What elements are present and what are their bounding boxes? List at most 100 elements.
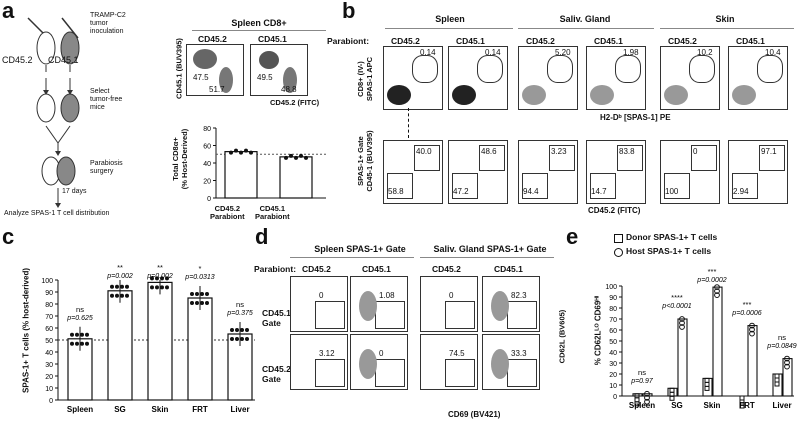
b-top-gate [547, 55, 573, 83]
c-dot [155, 285, 159, 290]
e-sig: *** [743, 300, 752, 309]
mouse-schematic-svg [27, 17, 80, 208]
e-sig: **** [671, 293, 683, 302]
e-dot-host [749, 326, 755, 333]
e-dot-host [644, 390, 650, 397]
c-dot [205, 292, 209, 296]
d-col-header: CD45.1 [494, 264, 523, 274]
c-ytick-label: 90 [45, 290, 53, 297]
c-bar [147, 281, 173, 401]
c-dot [120, 284, 124, 289]
d-col-header: CD45.1 [362, 264, 391, 274]
a-bar-dot [304, 155, 308, 160]
b-bot-gate-bl [387, 173, 413, 199]
b-bot-gate-bl [590, 173, 616, 199]
a-bar-dot [299, 153, 303, 158]
e-dot-host [749, 330, 755, 337]
e-chart: 0102030405060708090100Spleennsp=0.97SG**… [605, 267, 796, 410]
b-top-gate [412, 55, 438, 83]
b-top-cluster [387, 85, 411, 105]
c-ytick-label: 100 [41, 278, 53, 285]
b-group-spleen: Spleen [435, 14, 465, 24]
a-flow-title: Spleen CD8+ [231, 18, 287, 28]
a-flow-ylabel: CD45.1 (BUV395) [174, 38, 184, 99]
e-dot-host [784, 363, 790, 370]
e-ytick-label: 80 [609, 306, 617, 313]
c-dot [205, 301, 209, 305]
b-group-line [518, 28, 654, 29]
a-bar-ytick-label: 80 [203, 126, 211, 133]
b-group-skin: Skin [715, 14, 735, 24]
c-ytick-label: 40 [45, 350, 53, 357]
e-dot-host [784, 359, 790, 366]
a-bar-dot [294, 155, 298, 160]
c-dot [235, 328, 239, 332]
b-top-plot: 10.2 [660, 46, 720, 110]
b-bot-xlabel: CD45.2 (FITC) [588, 206, 641, 215]
c-dot [200, 301, 204, 305]
d-flow-plot: 0 [350, 334, 408, 390]
d-cluster [359, 349, 377, 379]
d-val: 3.12 [319, 349, 335, 358]
a-flow-col-2: CD45.1 [258, 34, 287, 44]
d-gate [375, 301, 405, 329]
d-group-line [290, 257, 414, 258]
c-dot [160, 285, 164, 290]
a-bar-dot [289, 153, 293, 158]
c-dot [230, 328, 234, 332]
legend-circle-icon [614, 248, 623, 257]
e-dot-donor [774, 381, 780, 387]
a-flow-val: 51.7 [209, 85, 225, 94]
b-bot-gate-bl [732, 173, 758, 199]
a-flow-val: 48.8 [281, 85, 297, 94]
b-top-plot: 5.20 [518, 46, 578, 110]
d-flow-plot: 0 [420, 276, 478, 332]
b-top-ylabel: CD8+ (IV-) SPAS-1 APC [356, 56, 374, 102]
b-col-header: CD45.1 [736, 36, 765, 46]
panel-c-letter: c [2, 224, 15, 249]
e-ytick-label: 0 [613, 394, 617, 401]
c-dot [75, 332, 79, 337]
d-val: 0 [379, 349, 384, 358]
b-parabiont-label: Parabiont: [327, 36, 370, 46]
c-dot [115, 284, 119, 289]
c-ytick-label: 30 [45, 362, 53, 369]
b-bot-val-tr: 48.6 [481, 147, 497, 156]
c-dot [200, 292, 204, 296]
b-bot-gate-tr [691, 145, 717, 171]
d-group-line [420, 257, 554, 258]
panel-a-letter: a [2, 0, 15, 23]
d-parabiont-label: Parabiont: [254, 264, 297, 274]
b-bot-val-tr: 83.8 [619, 147, 635, 156]
a-bar-dot [239, 150, 243, 155]
d-xlabel: CD69 (BV421) [448, 410, 501, 419]
a-bar-dot [244, 148, 248, 153]
d-gate [507, 301, 537, 329]
d-val: 0 [449, 291, 454, 300]
d-gate [375, 359, 405, 387]
label-analyze: Analyze SPAS-1 T cell distribution [4, 210, 110, 217]
a-bar-ytick-label: 60 [203, 144, 211, 151]
c-dot [240, 328, 244, 332]
label-cd452-mouse: CD45.2 [2, 55, 33, 65]
c-ytick-label: 10 [45, 386, 53, 393]
b-top-val: 5.20 [555, 48, 571, 57]
e-legend-2: Host SPAS-1+ T cells [626, 246, 712, 256]
b-top-val: 10.2 [697, 48, 713, 57]
b-bot-gate-bl [522, 173, 548, 199]
e-bar-donor [702, 377, 713, 397]
c-pval: p=0.0313 [184, 274, 214, 281]
d-flow-plot: 74.5 [420, 334, 478, 390]
c-pval: p=0.375 [226, 310, 253, 317]
c-dot [235, 337, 239, 341]
label-cd451-mouse: CD45.1 [48, 55, 79, 65]
b-top-plot: 10.4 [728, 46, 788, 110]
c-dot [240, 337, 244, 341]
b-bot-gate-bl [452, 173, 478, 199]
d-cluster [491, 349, 509, 379]
e-xtick-label: SG [671, 401, 683, 410]
